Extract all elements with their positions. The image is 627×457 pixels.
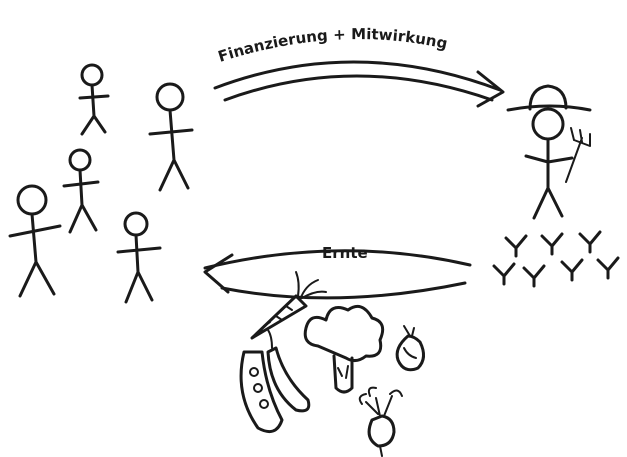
seedling-icon xyxy=(562,260,582,280)
funding-label: Finanzierung + Mitwirkung xyxy=(216,25,449,66)
carrot-icon xyxy=(252,272,326,338)
member-figure xyxy=(118,213,160,302)
seedling-icon xyxy=(524,266,544,286)
member-figure xyxy=(80,65,108,134)
seedling-icon xyxy=(580,232,600,252)
member-figure xyxy=(10,186,60,296)
peapod-icon xyxy=(241,330,309,432)
funding-arrow xyxy=(215,62,503,106)
member-figure xyxy=(64,150,98,232)
farmer-figure xyxy=(508,86,590,218)
seedling-icon xyxy=(494,264,514,284)
onion-icon xyxy=(397,326,423,370)
member-figure xyxy=(150,84,192,190)
hat-icon xyxy=(508,86,590,110)
broccoli-icon xyxy=(305,306,382,392)
seedlings xyxy=(494,232,618,286)
community-members xyxy=(10,65,192,302)
pitchfork-icon xyxy=(566,128,590,182)
seedling-icon xyxy=(542,234,562,254)
harvest-label: Ernte xyxy=(322,244,368,262)
seedling-icon xyxy=(506,236,526,256)
harvest-vegetables xyxy=(241,272,423,456)
seedling-icon xyxy=(598,258,618,278)
radish-icon xyxy=(360,388,402,456)
